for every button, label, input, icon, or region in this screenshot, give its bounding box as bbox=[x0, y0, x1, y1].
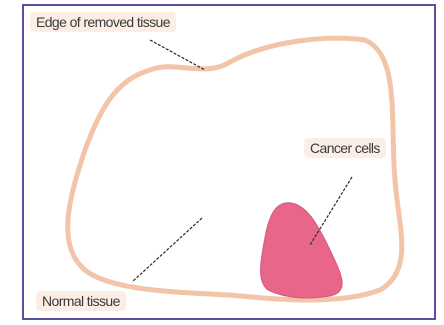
edge-label: Edge of removed tissue bbox=[30, 12, 176, 32]
cancer-pointer-line bbox=[310, 177, 352, 245]
normal-label: Normal tissue bbox=[36, 291, 126, 311]
cancer-label: Cancer cells bbox=[304, 138, 386, 158]
tissue-outline bbox=[68, 38, 402, 300]
normal-pointer-line bbox=[132, 218, 202, 282]
cancer-cells-region bbox=[260, 203, 342, 298]
